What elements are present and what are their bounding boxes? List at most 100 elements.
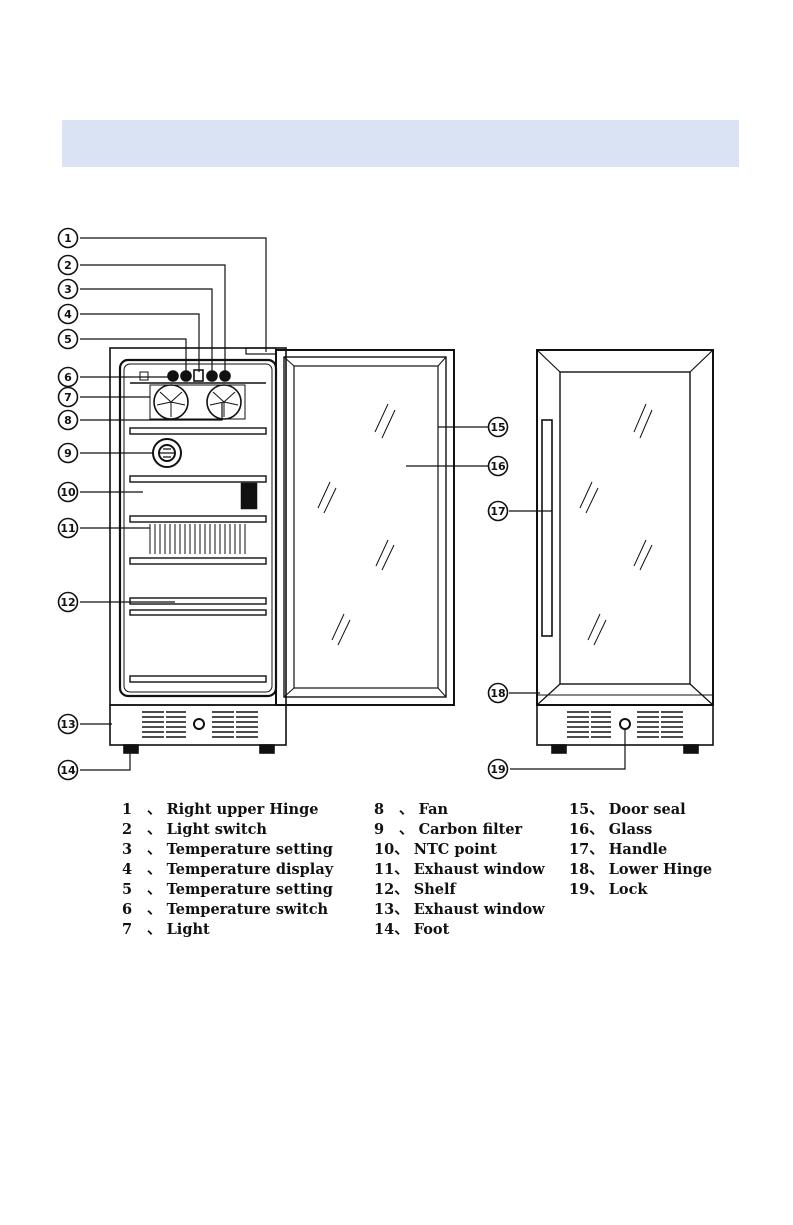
legend-item: 19、 Lock [569, 880, 712, 900]
legend-separator: 、 [394, 921, 409, 938]
legend-label: Exhaust window [408, 901, 545, 918]
legend-separator: 、 [142, 841, 162, 858]
legend-number: 14 [374, 921, 395, 938]
legend-label: Shelf [408, 881, 456, 898]
legend-number: 6 [122, 901, 133, 918]
legend-number: 15 [569, 801, 590, 818]
legend-label: Temperature display [161, 861, 334, 878]
legend-item: 15、 Door seal [569, 800, 712, 820]
exhaust-grille [149, 524, 246, 554]
legend-label: Lock [603, 881, 648, 898]
legend-label: Light switch [161, 821, 267, 838]
legend-item: 2 、 Light switch [122, 820, 333, 840]
legend-number: 3 [122, 841, 133, 858]
legend-item: 8 、 Fan [374, 800, 545, 820]
callout-circle-7 [57, 386, 79, 408]
callout-circle-14 [57, 759, 79, 781]
callout-number-11: 11 [60, 522, 75, 535]
legend-label: Temperature setting [161, 841, 333, 858]
callout-number-16: 16 [490, 460, 506, 473]
legend-item: 6 、 Temperature switch [122, 900, 333, 920]
legend-number: 1 [122, 801, 133, 818]
legend-label: Fan [413, 801, 449, 818]
legend-separator: 、 [142, 861, 162, 878]
callout-circle-8 [57, 409, 79, 431]
legend-separator: 、 [589, 881, 604, 898]
callout-number-12: 12 [60, 596, 75, 609]
callout-circle-19 [487, 758, 509, 780]
callout-circle-11 [57, 517, 79, 539]
callout-circle-6 [57, 366, 79, 388]
legend-item: 5 、 Temperature setting [122, 880, 333, 900]
callout-circle-1 [57, 227, 79, 249]
callout-circle-15 [487, 416, 509, 438]
callout-number-6: 6 [64, 371, 72, 384]
callout-number-10: 10 [60, 486, 76, 499]
legend-separator: 、 [394, 861, 409, 878]
callout-number-2: 2 [64, 259, 72, 272]
legend-number: 5 [122, 881, 133, 898]
legend-label: Door seal [603, 801, 686, 818]
legend-item: 14、 Foot [374, 920, 545, 940]
callout-number-14: 14 [60, 764, 76, 777]
legend-separator: 、 [394, 841, 409, 858]
legend-item: 4 、 Temperature display [122, 860, 333, 880]
legend-label: Handle [603, 841, 668, 858]
callout-circle-2 [57, 254, 79, 276]
leader-lines [80, 237, 626, 771]
base-vents-left [142, 711, 258, 738]
legend-number: 17 [569, 841, 590, 858]
shelves [129, 427, 267, 683]
callout-number-8: 8 [64, 414, 72, 427]
legend-label: Exhaust window [408, 861, 545, 878]
legend-label: Right upper Hinge [161, 801, 319, 818]
callout-circle-16 [487, 455, 509, 477]
legend-separator: 、 [142, 801, 162, 818]
legend-label: Carbon filter [413, 821, 523, 838]
legend-label: Lower Hinge [603, 861, 713, 878]
legend-separator: 、 [589, 801, 604, 818]
section-header-banner [62, 120, 739, 167]
legend-number: 16 [569, 821, 590, 838]
legend-separator: 、 [589, 861, 604, 878]
legend-separator: 、 [394, 881, 409, 898]
legend-item: 17、 Handle [569, 840, 712, 860]
legend-number: 2 [122, 821, 133, 838]
legend-label: Temperature setting [161, 881, 333, 898]
legend-separator: 、 [394, 821, 414, 838]
left-unit-cabinet [109, 347, 287, 754]
legend-number: 12 [374, 881, 395, 898]
callout-circle-9 [57, 442, 79, 464]
legend-item: 11、 Exhaust window [374, 860, 545, 880]
legend-item: 1 、 Right upper Hinge [122, 800, 333, 820]
callout-number-13: 13 [60, 718, 75, 731]
legend-label: Glass [603, 821, 653, 838]
callout-number-19: 19 [490, 763, 505, 776]
callout-number-18: 18 [490, 687, 505, 700]
legend-item: 9 、 Carbon filter [374, 820, 545, 840]
callout-number-4: 4 [64, 308, 72, 321]
legend-number: 13 [374, 901, 395, 918]
left-unit-door [275, 349, 455, 706]
legend-number: 7 [122, 921, 133, 938]
legend-number: 19 [569, 881, 590, 898]
legend-number: 9 [374, 821, 385, 838]
callout-circle-10 [57, 481, 79, 503]
legend-item: 3 、 Temperature setting [122, 840, 333, 860]
legend-number: 4 [122, 861, 133, 878]
base-vents-right [567, 711, 683, 738]
callout-circle-18 [487, 682, 509, 704]
fan-blades [156, 391, 239, 417]
legend-label: NTC point [408, 841, 497, 858]
legend-item: 12、 Shelf [374, 880, 545, 900]
legend-label: Temperature switch [161, 901, 329, 918]
legend-number: 11 [374, 861, 395, 878]
callout-circle-3 [57, 278, 79, 300]
right-unit [536, 349, 714, 754]
callout-number-3: 3 [64, 283, 72, 296]
callout-circle-4 [57, 303, 79, 325]
